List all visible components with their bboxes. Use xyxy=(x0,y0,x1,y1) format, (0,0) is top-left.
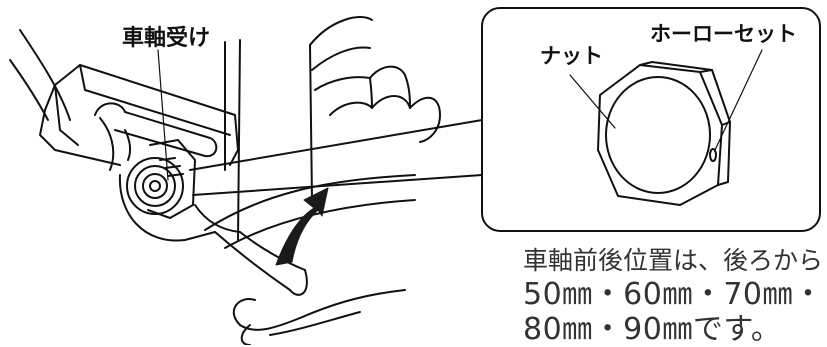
hex-nut-detail xyxy=(597,61,731,206)
nut-label: ナット xyxy=(540,44,603,68)
hand-upper xyxy=(309,16,441,201)
leader-lines xyxy=(157,49,763,181)
callout-lines xyxy=(189,119,483,196)
wrench xyxy=(118,174,308,296)
hand-lower xyxy=(232,289,406,345)
frame-tube xyxy=(9,29,71,121)
caption: 車軸前後位置は、後ろから 50㎜・60㎜・70㎜・ 80㎜・90㎜です。 xyxy=(523,248,823,345)
seat-stay xyxy=(224,39,241,241)
axle-receiver-bracket xyxy=(39,64,239,171)
caption-line-1: 車軸前後位置は、後ろから xyxy=(523,246,824,275)
enamel-set-label: ホーローセット xyxy=(650,22,797,46)
rotation-arrow xyxy=(275,187,329,266)
caption-line-3: 80㎜・90㎜です。 xyxy=(523,312,782,347)
axle-receiver-label: 車軸受け xyxy=(122,26,211,51)
axle-nut xyxy=(126,139,196,219)
caption-line-2: 50㎜・60㎜・70㎜・ xyxy=(523,277,824,312)
